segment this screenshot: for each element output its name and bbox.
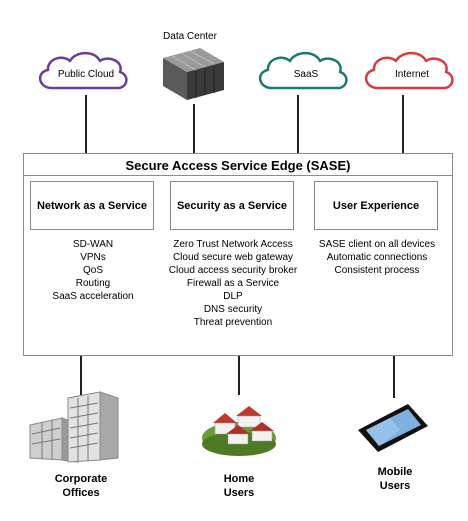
- corporate-offices-label-line2: Offices: [62, 487, 100, 499]
- house-icon: [226, 425, 250, 445]
- public-cloud-icon: [39, 51, 128, 90]
- server-rack-icon: [163, 48, 224, 100]
- list-item: VPNs: [80, 252, 106, 263]
- home-users-village-icon: [202, 406, 276, 456]
- office-buildings-icon: [29, 391, 119, 463]
- mobile-users-label-line1: Mobile: [377, 466, 413, 478]
- list-item: Cloud access security broker: [168, 265, 298, 276]
- list-item: SASE client on all devices: [318, 239, 436, 250]
- home-users-label-line1: Home: [223, 473, 255, 485]
- list-item: DLP: [223, 291, 243, 302]
- sase-title: Secure Access Service Edge (SASE): [24, 157, 452, 176]
- internet-label: Internet: [395, 69, 429, 80]
- sase-box: Secure Access Service Edge (SASE) Networ…: [23, 153, 453, 356]
- security-services-list: Zero Trust Network Access Cloud secure w…: [162, 238, 304, 329]
- home-users-label: Home Users: [194, 472, 284, 500]
- network-as-a-service-box: Network as a Service: [30, 181, 154, 230]
- list-item: Zero Trust Network Access: [173, 239, 293, 250]
- list-item: SaaS acceleration: [52, 291, 134, 302]
- mobile-users-label: Mobile Users: [350, 465, 440, 493]
- security-as-a-service-box: Security as a Service: [170, 181, 294, 230]
- list-item: Automatic connections: [326, 252, 428, 263]
- network-services-list: SD-WAN VPNs QoS Routing SaaS acceleratio…: [24, 238, 162, 303]
- list-item: Threat prevention: [193, 317, 273, 328]
- list-item: SD-WAN: [72, 239, 114, 250]
- tablet-icon: [358, 404, 428, 452]
- saas-label: SaaS: [293, 69, 319, 80]
- corporate-offices-label: Corporate Offices: [36, 472, 126, 500]
- internet-cloud-icon: [365, 51, 454, 90]
- list-item: Routing: [75, 278, 111, 289]
- user-experience-box: User Experience: [314, 181, 438, 230]
- list-item: Consistent process: [334, 265, 420, 276]
- public-cloud-label: Public Cloud: [57, 69, 115, 80]
- house-icon: [250, 422, 274, 442]
- security-as-a-service-heading: Security as a Service: [176, 199, 288, 212]
- data-center-label: Data Center: [163, 31, 217, 42]
- list-item: Firewall as a Service: [186, 278, 280, 289]
- user-experience-heading: User Experience: [332, 199, 420, 212]
- house-icon: [236, 406, 262, 428]
- list-item: DNS security: [203, 304, 263, 315]
- corporate-offices-label-line1: Corporate: [54, 473, 108, 485]
- user-experience-list: SASE client on all devices Automatic con…: [307, 238, 447, 277]
- list-item: Cloud secure web gateway: [172, 252, 294, 263]
- network-as-a-service-heading: Network as a Service: [36, 199, 148, 212]
- home-users-label-line2: Users: [223, 487, 255, 499]
- list-item: QoS: [82, 265, 103, 276]
- saas-cloud-icon: [259, 51, 348, 90]
- mobile-users-label-line2: Users: [379, 480, 411, 492]
- connector-lines: [80, 95, 404, 398]
